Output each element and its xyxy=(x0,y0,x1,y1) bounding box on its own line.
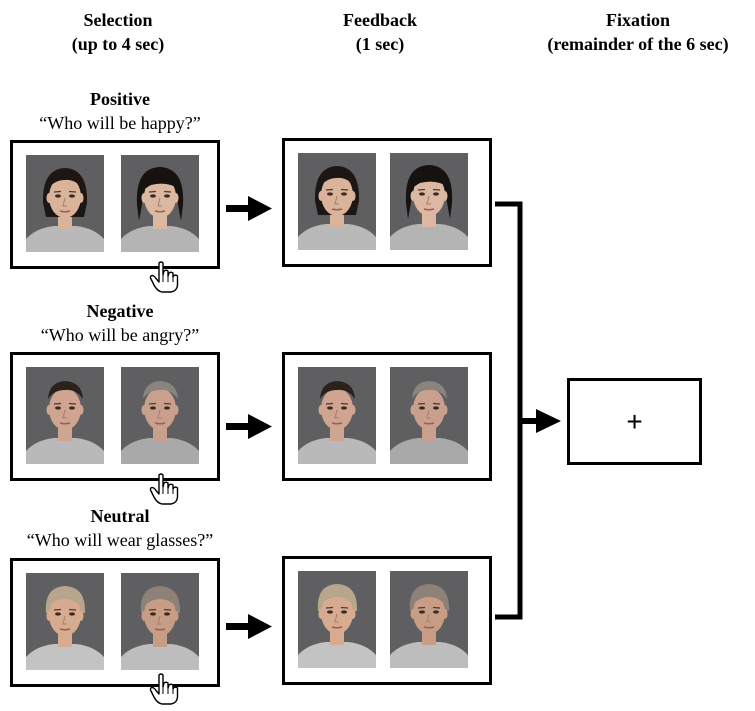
header-feedback-title: Feedback xyxy=(343,10,417,30)
feedback-box-positive xyxy=(282,138,492,267)
feedback-box-negative xyxy=(282,352,492,481)
selection-box-positive xyxy=(10,140,220,269)
arrow-right-icon xyxy=(226,614,272,639)
condition-negative-label: Negative “Who will be angry?” xyxy=(0,299,240,347)
condition-neutral-question: “Who will wear glasses?” xyxy=(26,530,214,550)
older-woman-face xyxy=(298,571,376,668)
young-woman-face xyxy=(298,153,376,250)
arrow-right-icon xyxy=(226,196,272,221)
header-feedback: Feedback (1 sec) xyxy=(320,8,440,56)
header-selection-title: Selection xyxy=(83,10,153,30)
older-man-face xyxy=(390,367,468,464)
condition-negative-title: Negative xyxy=(86,301,154,321)
condition-positive-title: Positive xyxy=(90,89,150,109)
condition-positive-question: “Who will be happy?” xyxy=(39,113,201,133)
selection-box-negative xyxy=(10,352,220,481)
selection-box-neutral xyxy=(10,558,220,687)
condition-neutral-label: Neutral “Who will wear glasses?” xyxy=(0,504,240,552)
older-woman-face-2 xyxy=(121,573,199,670)
hand-pointer-icon xyxy=(148,672,180,706)
older-woman-face xyxy=(26,573,104,670)
fixation-cross: + xyxy=(626,405,643,437)
arrow-right-icon xyxy=(226,414,272,439)
condition-positive-label: Positive “Who will be happy?” xyxy=(0,87,240,135)
bracket-connector xyxy=(495,201,561,620)
header-selection-duration: (up to 4 sec) xyxy=(71,34,165,54)
young-woman-face xyxy=(26,155,104,252)
condition-neutral-title: Neutral xyxy=(90,506,150,526)
hand-pointer-icon xyxy=(148,260,180,294)
middle-aged-man-face xyxy=(298,367,376,464)
header-fixation: Fixation (remainder of the 6 sec) xyxy=(522,8,754,56)
older-woman-face-2 xyxy=(390,571,468,668)
older-man-face xyxy=(121,367,199,464)
header-fixation-title: Fixation xyxy=(605,10,670,30)
header-feedback-duration: (1 sec) xyxy=(355,34,405,54)
condition-negative-question: “Who will be angry?” xyxy=(40,325,200,345)
young-woman-face-2 xyxy=(390,153,468,250)
feedback-box-neutral xyxy=(282,556,492,685)
fixation-box: + xyxy=(567,378,702,465)
header-fixation-duration: (remainder of the 6 sec) xyxy=(547,34,729,54)
middle-aged-man-face xyxy=(26,367,104,464)
header-selection: Selection (up to 4 sec) xyxy=(48,8,188,56)
young-woman-face-2 xyxy=(121,155,199,252)
hand-pointer-icon xyxy=(148,472,180,506)
